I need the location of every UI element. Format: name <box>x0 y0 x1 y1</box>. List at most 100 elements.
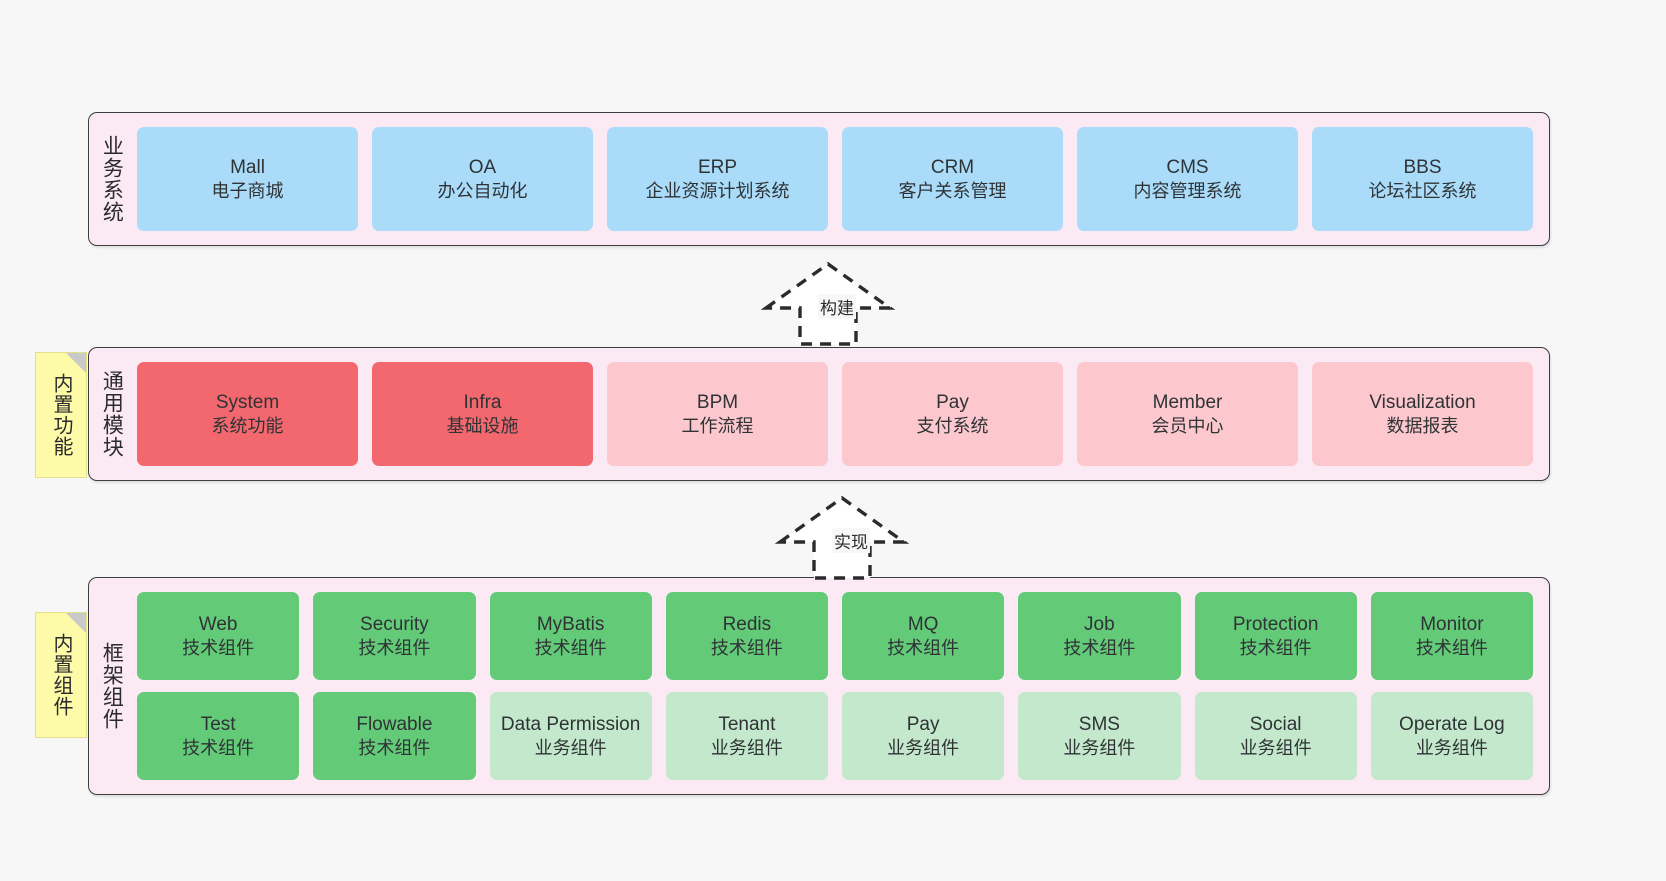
node-title: Security <box>360 613 429 635</box>
node-mq[interactable]: MQ 技术组件 <box>842 592 1005 680</box>
node-subtitle: 业务组件 <box>1063 737 1136 758</box>
node-visualization[interactable]: Visualization 数据报表 <box>1312 362 1533 466</box>
node-sms[interactable]: SMS 业务组件 <box>1018 692 1181 780</box>
node-bpm[interactable]: BPM 工作流程 <box>607 362 828 466</box>
node-oa[interactable]: OA 办公自动化 <box>372 127 593 231</box>
node-subtitle: 支付系统 <box>916 415 989 436</box>
node-title: MQ <box>907 613 939 635</box>
node-subtitle: 业务组件 <box>887 737 960 758</box>
build-arrow-label: 构建 <box>818 294 856 319</box>
node-redis[interactable]: Redis 技术组件 <box>665 592 828 680</box>
node-title: OA <box>468 156 497 178</box>
node-title: Job <box>1084 613 1115 635</box>
node-subtitle: 业务组件 <box>1239 737 1312 758</box>
node-title: CMS <box>1166 156 1209 178</box>
layer-framework-components: 框架组件 Web 技术组件 Security 技术组件 MyBatis 技术组件… <box>88 577 1550 795</box>
node-subtitle: 技术组件 <box>710 637 783 658</box>
node-subtitle: 技术组件 <box>1415 637 1488 658</box>
node-subtitle: 数据报表 <box>1386 415 1459 436</box>
node-tenant[interactable]: Tenant 业务组件 <box>665 692 828 780</box>
node-pay-module[interactable]: Pay 支付系统 <box>842 362 1063 466</box>
node-subtitle: 技术组件 <box>182 637 255 658</box>
node-bbs[interactable]: BBS 论坛社区系统 <box>1312 127 1533 231</box>
node-title: BPM <box>696 391 739 413</box>
node-subtitle: 技术组件 <box>1239 637 1312 658</box>
node-subtitle: 会员中心 <box>1151 415 1224 436</box>
node-subtitle: 技术组件 <box>534 637 607 658</box>
node-erp[interactable]: ERP 企业资源计划系统 <box>607 127 828 231</box>
node-test[interactable]: Test 技术组件 <box>137 692 300 780</box>
node-title: Pay <box>906 713 940 735</box>
node-title: BBS <box>1403 156 1442 178</box>
node-title: CRM <box>930 156 975 178</box>
node-title: SMS <box>1078 713 1120 735</box>
note-builtin-features: 内置功能 <box>35 352 87 478</box>
node-subtitle: 技术组件 <box>1063 637 1136 658</box>
node-title: Monitor <box>1420 613 1484 635</box>
node-title: Mall <box>230 156 265 178</box>
build-arrow: 构建 <box>758 258 898 350</box>
node-subtitle: 技术组件 <box>358 637 431 658</box>
node-subtitle: 业务组件 <box>1415 737 1488 758</box>
layer-body-business-systems: Mall 电子商城 OA 办公自动化 ERP 企业资源计划系统 CRM 客户关系… <box>133 113 1549 245</box>
node-web[interactable]: Web 技术组件 <box>137 592 300 680</box>
node-subtitle: 电子商城 <box>211 180 284 201</box>
layer-label-general-modules: 通用模块 <box>100 370 124 458</box>
layer-general-modules: 通用模块 System 系统功能 Infra 基础设施 BPM 工作流程 Pay… <box>88 347 1550 481</box>
node-security[interactable]: Security 技术组件 <box>313 592 476 680</box>
node-subtitle: 系统功能 <box>211 415 284 436</box>
node-subtitle: 业务组件 <box>710 737 783 758</box>
node-subtitle: 技术组件 <box>358 737 431 758</box>
node-flowable[interactable]: Flowable 技术组件 <box>313 692 476 780</box>
node-title: Protection <box>1232 613 1319 635</box>
node-title: Operate Log <box>1399 713 1505 735</box>
node-subtitle: 客户关系管理 <box>898 180 1007 201</box>
node-subtitle: 办公自动化 <box>437 180 528 201</box>
node-subtitle: 技术组件 <box>887 637 960 658</box>
node-title: Test <box>200 713 236 735</box>
node-title: Redis <box>722 613 772 635</box>
node-title: System <box>215 391 280 413</box>
implement-arrow: 实现 <box>772 492 912 584</box>
node-system[interactable]: System 系统功能 <box>137 362 358 466</box>
layer-business-systems: 业务系统 Mall 电子商城 OA 办公自动化 ERP 企业资源计划系统 CRM… <box>88 112 1550 246</box>
node-title: Tenant <box>718 713 776 735</box>
node-infra[interactable]: Infra 基础设施 <box>372 362 593 466</box>
node-title: MyBatis <box>536 613 605 635</box>
note-builtin-components: 内置组件 <box>35 612 87 738</box>
node-social[interactable]: Social 业务组件 <box>1194 692 1357 780</box>
implement-arrow-label: 实现 <box>832 528 870 553</box>
node-subtitle: 内容管理系统 <box>1133 180 1242 201</box>
layer-body-framework-components: Web 技术组件 Security 技术组件 MyBatis 技术组件 Redi… <box>133 578 1549 794</box>
node-title: Data Permission <box>500 713 641 735</box>
node-data-permission[interactable]: Data Permission 业务组件 <box>489 692 652 780</box>
layer-label-business-systems: 业务系统 <box>100 135 124 223</box>
node-monitor[interactable]: Monitor 技术组件 <box>1370 592 1533 680</box>
node-subtitle: 企业资源计划系统 <box>645 180 790 201</box>
node-subtitle: 工作流程 <box>681 415 754 436</box>
node-subtitle: 论坛社区系统 <box>1368 180 1477 201</box>
layer-label-framework-components: 框架组件 <box>100 642 124 730</box>
framework-business-row: Test 技术组件 Flowable 技术组件 Data Permission … <box>137 692 1533 780</box>
node-operate-log[interactable]: Operate Log 业务组件 <box>1370 692 1533 780</box>
node-mybatis[interactable]: MyBatis 技术组件 <box>489 592 652 680</box>
node-title: Social <box>1249 713 1302 735</box>
node-job[interactable]: Job 技术组件 <box>1018 592 1181 680</box>
note-fold-corner <box>66 353 86 373</box>
node-mall[interactable]: Mall 电子商城 <box>137 127 358 231</box>
node-title: Infra <box>463 391 502 413</box>
node-member[interactable]: Member 会员中心 <box>1077 362 1298 466</box>
node-title: Flowable <box>356 713 433 735</box>
node-crm[interactable]: CRM 客户关系管理 <box>842 127 1063 231</box>
node-subtitle: 技术组件 <box>182 737 255 758</box>
node-title: Web <box>198 613 238 635</box>
note-label: 内置组件 <box>50 633 72 717</box>
node-protection[interactable]: Protection 技术组件 <box>1194 592 1357 680</box>
framework-tech-row: Web 技术组件 Security 技术组件 MyBatis 技术组件 Redi… <box>137 592 1533 680</box>
note-fold-corner <box>66 613 86 633</box>
node-subtitle: 业务组件 <box>534 737 607 758</box>
node-title: Member <box>1152 391 1223 413</box>
node-pay-component[interactable]: Pay 业务组件 <box>842 692 1005 780</box>
node-cms[interactable]: CMS 内容管理系统 <box>1077 127 1298 231</box>
